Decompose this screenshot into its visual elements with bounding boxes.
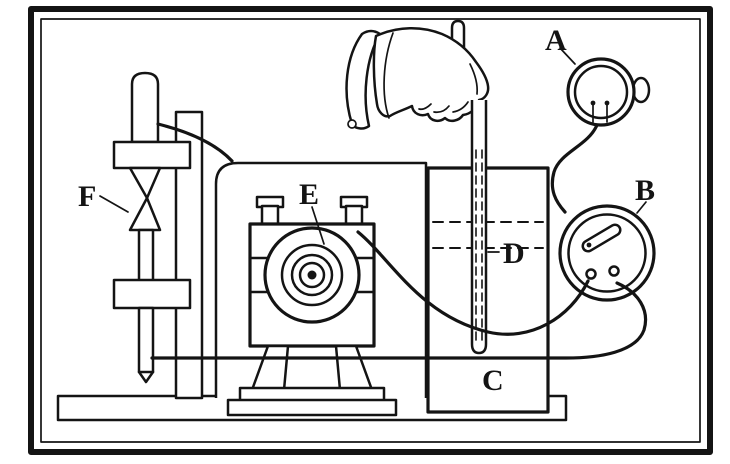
label-a-pointer: [559, 47, 576, 65]
tube-d: [470, 100, 488, 355]
tube-top: [450, 19, 466, 62]
hand-outline: [372, 26, 490, 123]
finger-crease-3: [418, 103, 432, 111]
wire-stand-to-bench: [156, 122, 234, 163]
stand-lower-rod: [137, 306, 155, 374]
device-b-terminal-2: [608, 265, 620, 277]
label-e-pointer: [311, 206, 325, 245]
finger-crease-2: [433, 105, 450, 114]
tank-c: [426, 166, 550, 414]
device-a: [566, 57, 651, 127]
device-a-inner-ring: [573, 64, 629, 120]
coil-ring-1: [280, 243, 344, 307]
labels: F E D C A B: [78, 24, 655, 397]
coil-ring-2: [290, 253, 334, 297]
device-b-lever-body: [584, 226, 619, 250]
stand-mid-rod: [137, 228, 155, 284]
wire-coil-to-b: [356, 230, 590, 336]
device-b: [558, 204, 656, 302]
hand: [345, 26, 490, 130]
tank-wall: [426, 166, 550, 414]
label-f-pointer: [99, 195, 129, 213]
device-b-lever-pivot: [586, 242, 592, 248]
coil-plinth-bottom: [226, 398, 398, 417]
cuff-button-loop: [347, 119, 357, 129]
stand-lower-clamp: [112, 278, 192, 310]
coil-ring-3: [298, 261, 326, 289]
cuff-fold-line: [383, 32, 394, 119]
stand-top-rod: [130, 71, 160, 144]
cuff: [345, 29, 382, 130]
device-b-terminal-1: [585, 268, 597, 280]
frame-inner-border: [40, 18, 701, 443]
device-a-outer-ring: [566, 57, 636, 127]
label-b: B: [635, 174, 655, 207]
coil-center-dot: [307, 270, 317, 280]
label-e: E: [299, 178, 319, 211]
finger-crease-1: [452, 101, 469, 113]
label-c: C: [482, 364, 504, 397]
label-d: D: [503, 237, 525, 270]
wire-bottom-run: [150, 281, 648, 360]
thumb-line: [469, 63, 479, 95]
device-b-inner-ring: [567, 213, 647, 293]
stand-rod-tip: [137, 370, 155, 384]
tube-top-segment: [450, 19, 466, 62]
stand-upper-clamp: [112, 140, 192, 170]
device-a-terminal-dot-1: [590, 100, 596, 106]
label-f: F: [78, 180, 96, 213]
wires: [150, 122, 648, 360]
stand-f: [112, 71, 204, 400]
label-b-pointer: [636, 201, 647, 214]
coil-e: [226, 195, 398, 417]
tube-body: [470, 100, 488, 355]
spindle-upper-cone: [128, 166, 162, 200]
wire-a-to-b: [550, 123, 599, 214]
device-a-terminal-dot-2: [604, 100, 610, 106]
device-b-outer-ring: [558, 204, 656, 302]
